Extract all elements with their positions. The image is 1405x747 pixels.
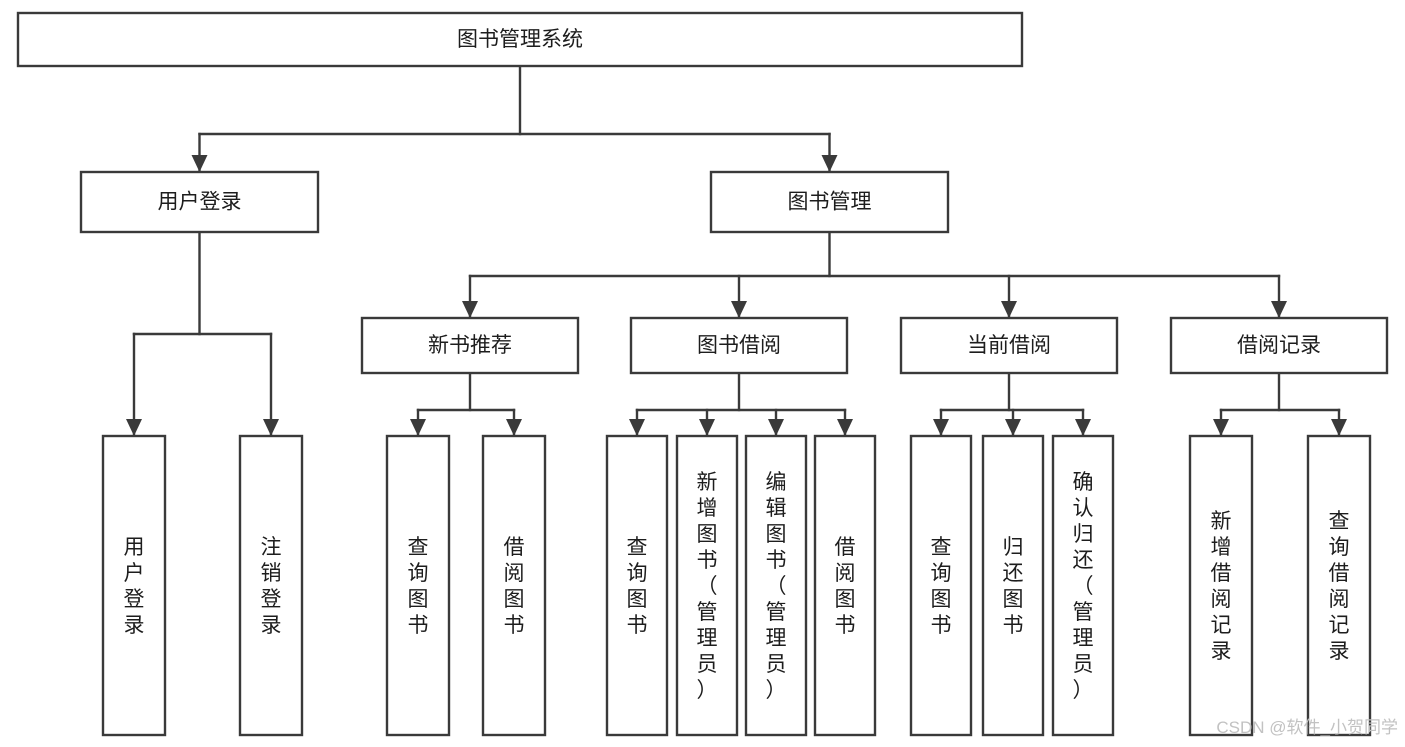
leafgrp-2-arrow-icon-0 [629,419,645,436]
leaf-node-box-11[interactable] [1188,434,1254,737]
leaf-node-label-7: 借阅图书 [835,536,856,637]
level3-node-label-3: 借阅记录 [1237,334,1321,357]
level3-node-box-3[interactable] [1169,316,1389,375]
csdn-watermark: CSDN @软件_小贺同学 [1216,718,1398,737]
connector-layer [126,64,1347,438]
leaf-node-box-1[interactable] [238,434,304,737]
level2-node-label-0: 用户登录 [158,191,242,214]
leaf-node-box-0[interactable] [101,434,167,737]
leaf-node-label-12: 查询借阅记录 [1329,510,1350,663]
level2-node-box-1[interactable] [709,170,950,234]
leafgrp-3-arrow-icon-1 [1005,419,1021,436]
level2-to-level3-arrow-icon-3 [1271,301,1287,318]
level3-node-label-0: 新书推荐 [428,334,512,357]
leaf-node-box-8[interactable] [909,434,973,737]
leaf-node-label-6: 编辑图书（管理员） [766,471,787,702]
leaf-node-label-3: 借阅图书 [504,536,525,637]
leafgrp-4-arrow-icon-0 [1213,419,1229,436]
level3-node-box-0[interactable] [360,316,580,375]
root-node-label: 图书管理系统 [457,28,583,51]
leaf-node-box-12[interactable] [1306,434,1372,737]
leaf-node-box-10[interactable] [1051,434,1115,737]
leafgrp-4-arrow-icon-1 [1331,419,1347,436]
root-to-level2-arrow-icon-0 [191,155,208,172]
leaf-node-box-4[interactable] [605,434,669,737]
leafgrp-2-arrow-icon-2 [768,419,784,436]
leafgrp-2-arrow-icon-3 [837,419,853,436]
leaf-node-box-9[interactable] [981,434,1045,737]
leaf-node-box-5[interactable] [675,434,739,737]
leaf-node-label-5: 新增图书（管理员） [697,471,718,702]
leaf-node-label-2: 查询图书 [408,536,429,637]
leafgrp-0-arrow-icon-1 [263,419,279,436]
leaf-node-label-0: 用户登录 [124,536,145,637]
level2-node-box-0[interactable] [79,170,320,234]
node-layer: 图书管理系统用户登录图书管理新书推荐图书借阅当前借阅借阅记录用户登录注销登录查询… [16,11,1389,737]
leaf-node-label-8: 查询图书 [931,536,952,637]
leaf-node-label-10: 确认归还（管理员） [1073,471,1094,702]
leaf-node-label-1: 注销登录 [261,536,282,637]
root-node-box[interactable] [16,11,1024,68]
level2-node-label-1: 图书管理 [788,191,872,214]
leaf-node-label-9: 归还图书 [1003,536,1024,637]
leaf-node-box-2[interactable] [385,434,451,737]
level3-node-box-2[interactable] [899,316,1119,375]
leaf-node-box-3[interactable] [481,434,547,737]
leafgrp-0-arrow-icon-0 [126,419,142,436]
leaf-node-label-4: 查询图书 [627,536,648,637]
leaf-node-box-6[interactable] [744,434,808,737]
leafgrp-2-arrow-icon-1 [699,419,715,436]
level3-node-label-1: 图书借阅 [697,334,781,357]
level3-node-label-2: 当前借阅 [967,334,1051,357]
level3-node-box-1[interactable] [629,316,849,375]
leafgrp-3-arrow-icon-2 [1075,419,1091,436]
leaf-node-box-7[interactable] [813,434,877,737]
leafgrp-3-arrow-icon-0 [933,419,949,436]
level2-to-level3-arrow-icon-0 [462,301,478,318]
leafgrp-1-arrow-icon-1 [506,419,522,436]
leafgrp-1-arrow-icon-0 [410,419,426,436]
level2-to-level3-arrow-icon-1 [731,301,747,318]
root-to-level2-arrow-icon-1 [821,155,838,172]
leaf-node-label-11: 新增借阅记录 [1211,510,1232,663]
level2-to-level3-arrow-icon-2 [1001,301,1017,318]
